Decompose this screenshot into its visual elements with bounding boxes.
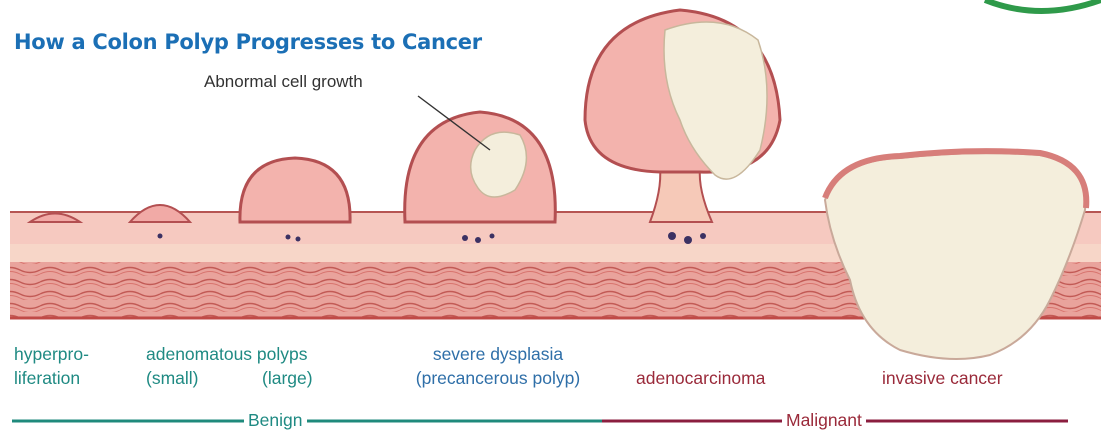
large-polyp-label: (large) (262, 366, 313, 390)
benign-label: Benign (244, 410, 307, 431)
small-polyp (130, 205, 190, 222)
stage-label-hyperproliferation: hyperpro- liferation (14, 342, 89, 390)
stage-label-dysplasia: severe dysplasia (precancerous polyp) (388, 342, 608, 390)
callout-label: Abnormal cell growth (204, 72, 363, 92)
stage-label-line: adenocarcinoma (636, 366, 765, 390)
stage-label-line: (precancerous polyp) (388, 366, 608, 390)
stage-label-adenomatous: adenomatous polyps (small) (large) (146, 342, 308, 390)
adenocarcinoma-stalk (650, 168, 712, 222)
stage-label-adenocarcinoma: adenocarcinoma (636, 366, 765, 390)
stage-label-line: invasive cancer (882, 366, 1003, 390)
stage-label-line: liferation (14, 366, 89, 390)
malignant-label: Malignant (782, 410, 866, 431)
stage-label-invasive: invasive cancer (882, 366, 1003, 390)
stage-label-line: adenomatous polyps (146, 342, 308, 366)
stage-label-line: hyperpro- (14, 342, 89, 366)
small-polyp-label: (small) (146, 366, 199, 390)
invasive-tumor (825, 153, 1085, 359)
page-title: How a Colon Polyp Progresses to Cancer (14, 30, 482, 54)
stage-label-line: severe dysplasia (388, 342, 608, 366)
corner-decoration (985, 0, 1101, 11)
large-polyp (240, 158, 350, 222)
